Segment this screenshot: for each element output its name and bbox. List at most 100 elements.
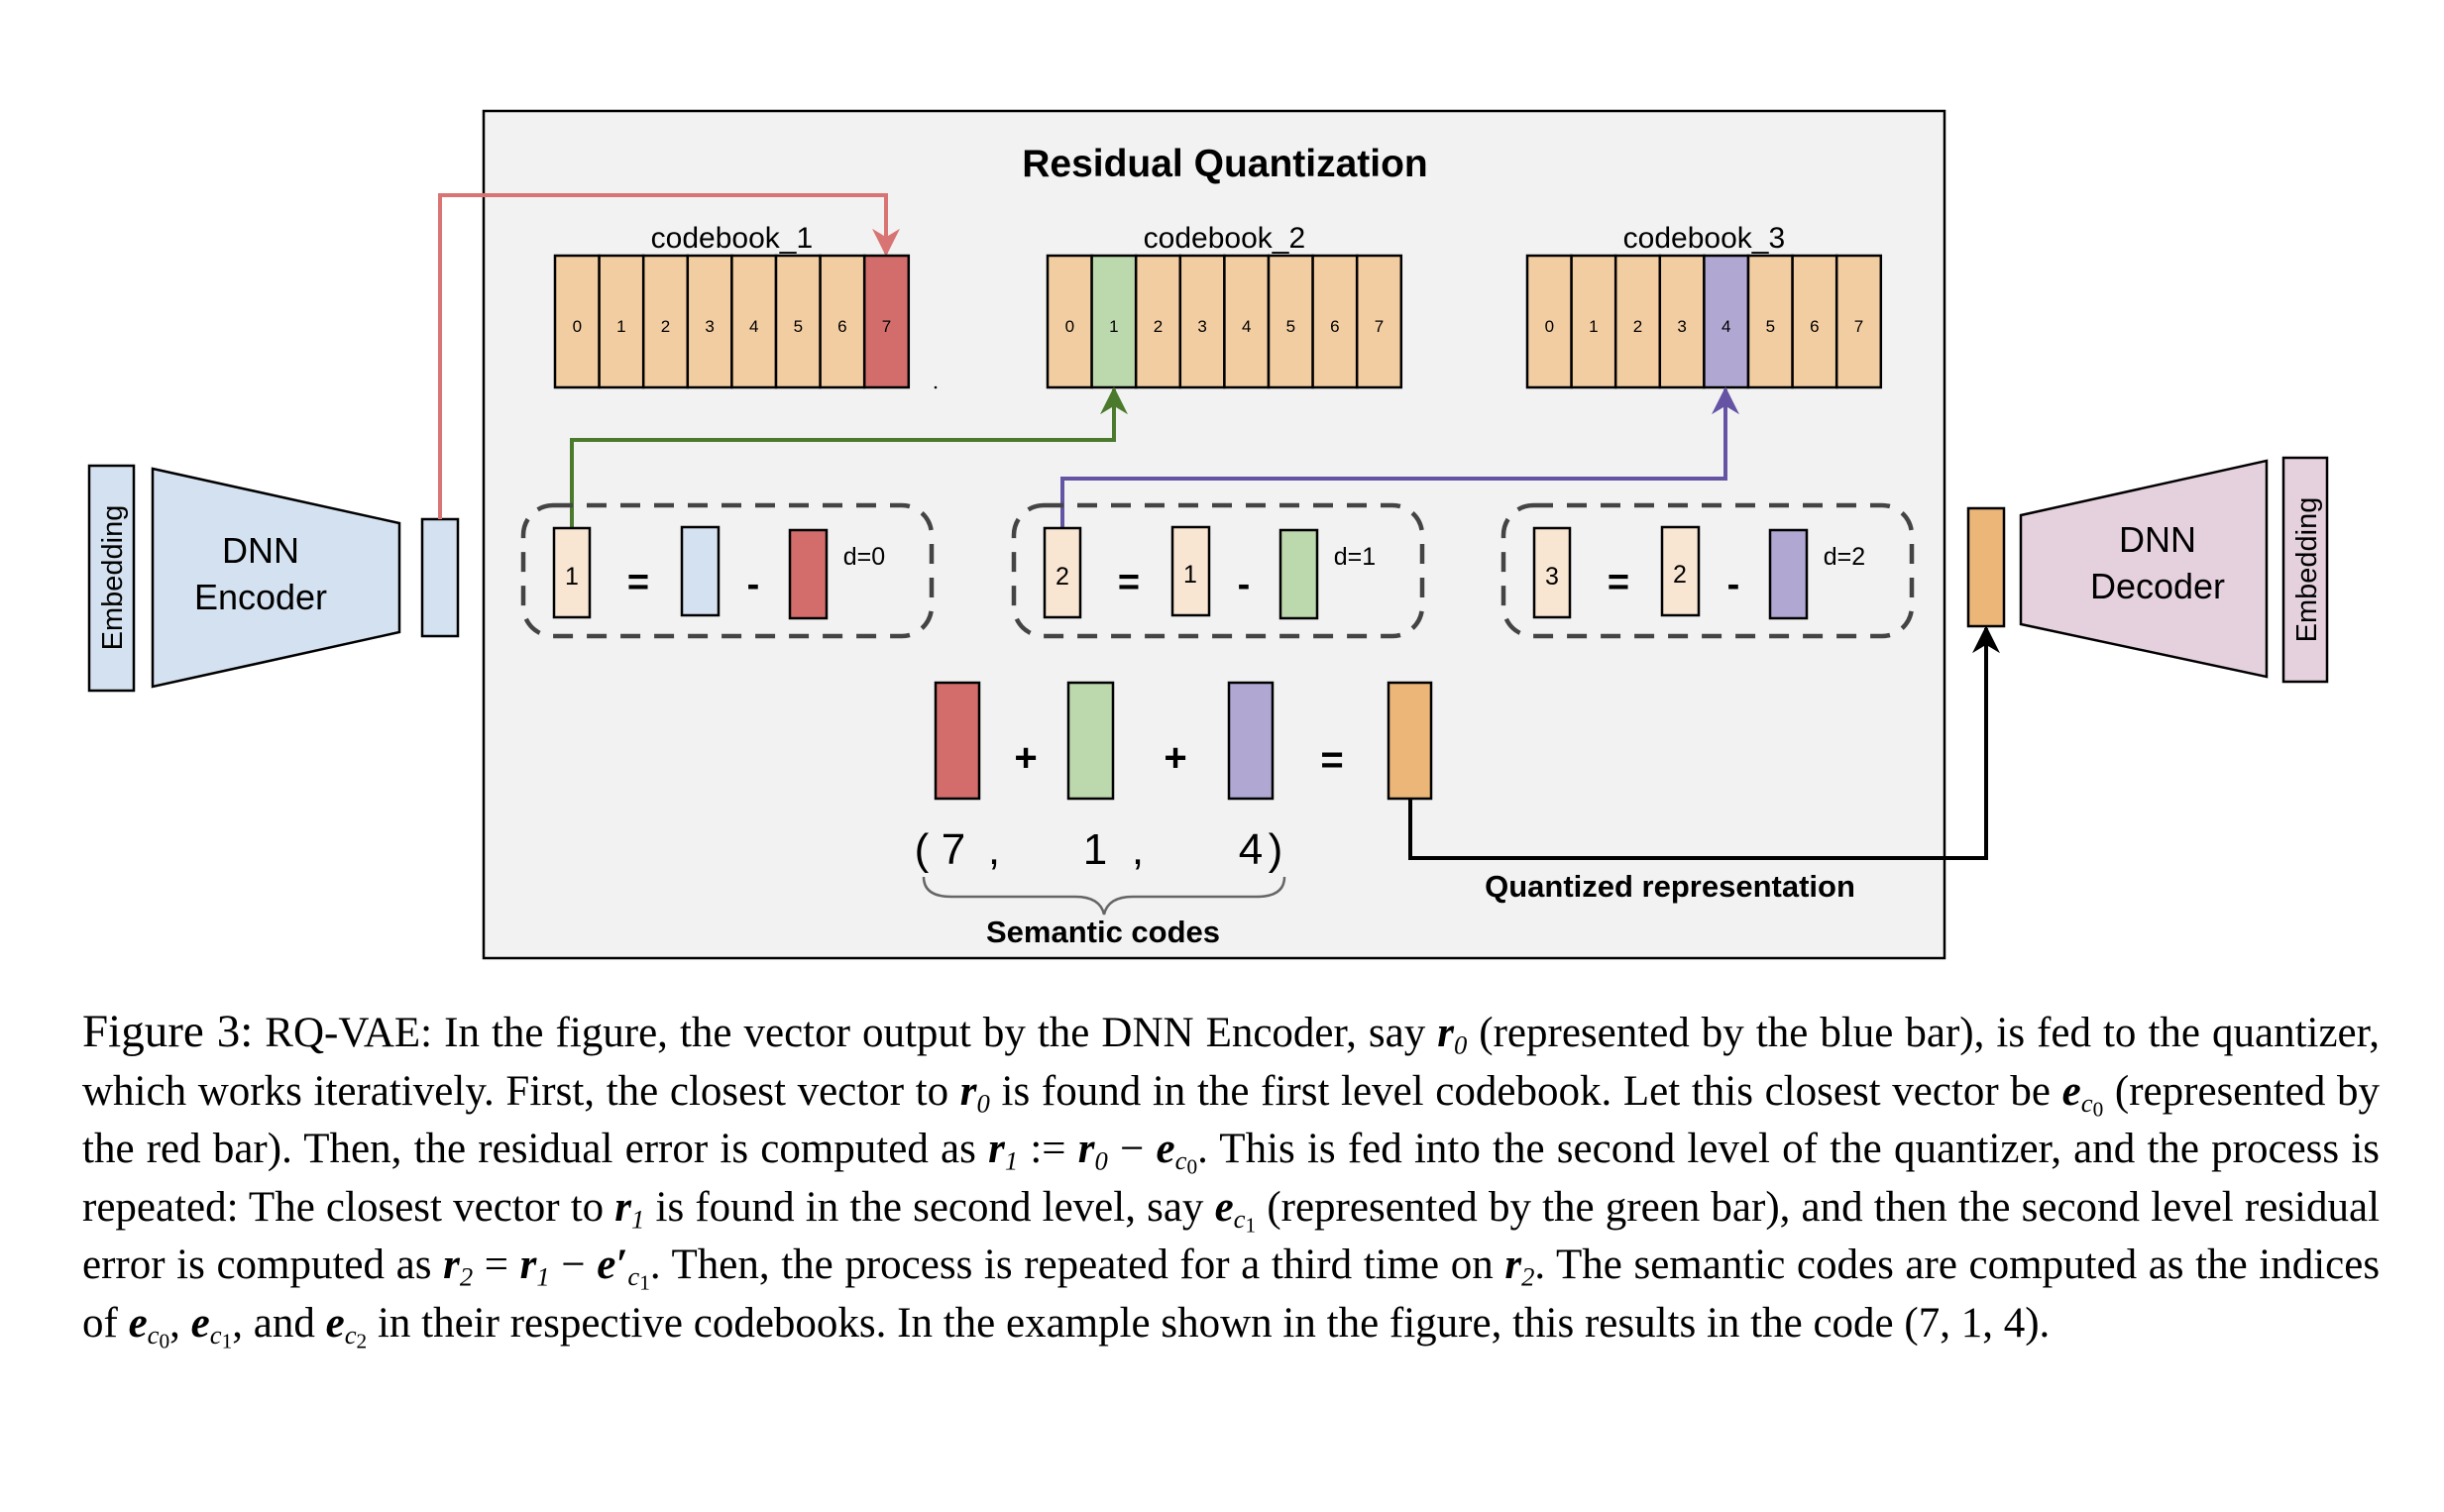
codebook-cell-index: 6: [837, 317, 846, 336]
residual-step-2: 3=2-d=2: [1500, 502, 1915, 639]
codebook-cell-index: 3: [705, 317, 714, 336]
residual-result-label: 3: [1545, 563, 1559, 591]
caption-text-9: . The semantic codes are computed as the…: [82, 1242, 2381, 1347]
codebook-cell: [1267, 254, 1314, 389]
codebook-cell: [1746, 254, 1794, 389]
codebook-cell-index: 4: [1722, 317, 1730, 336]
caption-text-6: is found in the second level, say: [655, 1183, 1204, 1231]
math-r0: r0: [1437, 1010, 1468, 1060]
codeword-bar: [1768, 528, 1809, 620]
codebook-cell: [1355, 254, 1403, 389]
output-embedding-bar: [2281, 456, 2329, 684]
dashed-step-box: [520, 502, 935, 639]
stray-dot: [934, 385, 938, 389]
decoder-input-bar: [1966, 506, 2006, 628]
codebook-cell-index: 2: [1154, 317, 1163, 336]
caption-text-10: ,: [169, 1299, 180, 1347]
codebook-cell-index: 4: [749, 317, 758, 336]
codebook-cell-index: 3: [1197, 317, 1206, 336]
residual-quantization-panel: [482, 109, 1946, 960]
residual-input-bar: [1660, 525, 1701, 617]
codebook-cell-index: 1: [616, 317, 625, 336]
codebook-cell-index: 7: [882, 317, 891, 336]
sum-equals-sign: =: [1320, 738, 1343, 782]
math-e-c0: ec0: [2061, 1067, 2104, 1122]
codebook-label: codebook_1: [651, 222, 813, 255]
code-comma-1: ,: [988, 825, 1000, 874]
arrow-residual2-to-codebook3: [1060, 386, 1739, 527]
semantic-codes-label: Semantic codes: [986, 915, 1220, 949]
encoder-label-line2: Encoder: [194, 577, 327, 617]
caption-text-2: (represented by the blue bar), is fed to…: [82, 1010, 2380, 1115]
codebook-cell-index: 3: [1677, 317, 1686, 336]
decoder-label-line2: Decoder: [2090, 566, 2225, 606]
codebook-cell-index: 0: [573, 317, 582, 336]
residual-result-bar: [1532, 526, 1572, 619]
code-comma-2: ,: [1132, 825, 1144, 874]
plus-sign-1: +: [1014, 736, 1037, 780]
codebook-cell-index: 7: [1375, 317, 1384, 336]
step-minus-sign: -: [1727, 564, 1740, 605]
encoder-output-bar: [420, 517, 460, 638]
caption-prefix: Figure 3:: [82, 1006, 254, 1057]
math-e-c1: ec1: [1214, 1183, 1257, 1238]
step-minus-sign: -: [747, 564, 760, 605]
residual-result-bar: [552, 526, 592, 619]
codebook-cell: [1525, 254, 1573, 389]
curly-brace: [922, 876, 1286, 916]
residual-step-1: 2=1-d=1: [1011, 502, 1425, 639]
residual-input-bar: [680, 525, 721, 617]
dnn-decoder-shape: [2019, 459, 2269, 679]
codebook-cell: [553, 254, 601, 389]
codebook-cell-index: 2: [661, 317, 670, 336]
residual-result-bar: [1043, 526, 1082, 619]
caption-text-5: . This is fed into the second level of t…: [82, 1126, 2381, 1231]
caption-text-3: is found in the first level codebook. Le…: [1001, 1067, 2051, 1115]
code-value-3: 4: [1239, 825, 1263, 874]
codebook-cell: [686, 254, 733, 389]
caption-text-1: RQ-VAE: In the figure, the vector output…: [265, 1010, 1426, 1056]
codebook-cell-index: 1: [1109, 317, 1118, 336]
dashed-step-box: [1011, 502, 1425, 639]
plus-sign-2: +: [1164, 736, 1186, 780]
codes-open-paren: (: [915, 825, 930, 874]
depth-label: d=2: [1824, 543, 1865, 571]
caption-text-11: , and: [232, 1299, 315, 1347]
rq-vae-diagram: Residual Quantization Embedding DNN Enco…: [87, 109, 2329, 960]
caption-code-tuple: (7, 1, 4): [1904, 1299, 2040, 1347]
depth-label: d=0: [843, 543, 885, 571]
caption-text-7: (represented by the green bar), and then…: [82, 1183, 2381, 1289]
caption-text-4: (represented by the red bar). Then, the …: [82, 1067, 2381, 1173]
math-r0: r0: [959, 1067, 990, 1118]
residual-input-bar: [1170, 525, 1211, 617]
math-r2: r2: [1504, 1242, 1535, 1292]
codeword-bar: [788, 528, 829, 620]
codebook-cell-index: 0: [1065, 317, 1074, 336]
residual-result-label: 1: [565, 563, 579, 591]
codebook-cell: [1311, 254, 1359, 389]
math-e-c0: ec0: [128, 1299, 170, 1353]
dashed-step-box: [1500, 502, 1915, 639]
sum-row: + + =: [934, 681, 1433, 801]
sum-purple-bar: [1227, 681, 1275, 801]
step-equals-sign: =: [1118, 562, 1140, 603]
residual-input-label: 1: [1183, 561, 1197, 589]
residual-steps: 1=-d=02=1-d=13=2-d=2: [520, 502, 1915, 639]
codebook-cell: [598, 254, 645, 389]
codebook-cell: [1570, 254, 1617, 389]
codebook-cell: [1703, 254, 1750, 389]
panel-title: Residual Quantization: [1022, 143, 1428, 185]
codebook-cell-index: 6: [1810, 317, 1819, 336]
code-value-2: 1: [1083, 825, 1107, 874]
codebook-cell-index: 7: [1854, 317, 1863, 336]
quantized-representation-label: Quantized representation: [1485, 869, 1855, 904]
step-minus-sign: -: [1238, 564, 1251, 605]
residual-result-label: 2: [1055, 563, 1069, 591]
codebook-label: codebook_3: [1623, 222, 1785, 255]
residual-step-0: 1=-d=0: [520, 502, 935, 639]
encoder-group: Embedding DNN Encoder: [87, 464, 460, 693]
codebook-cell-index: 4: [1242, 317, 1251, 336]
input-embedding-bar: [87, 464, 136, 693]
